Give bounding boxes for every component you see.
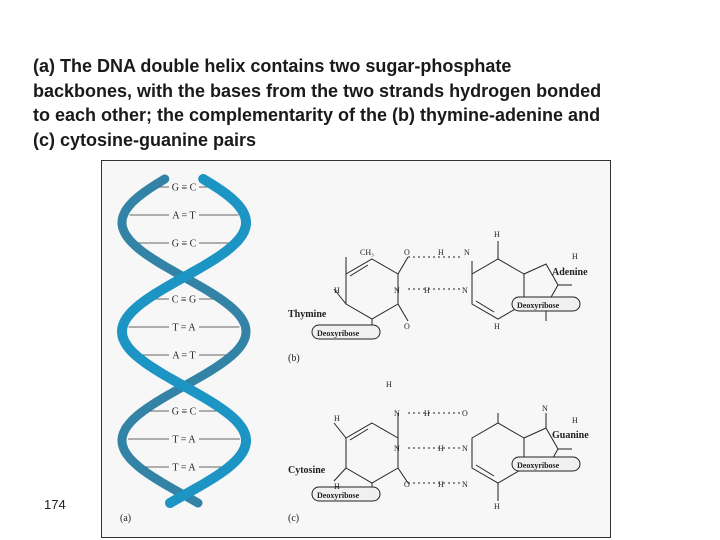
deoxyribose-label: Deoxyribose — [317, 491, 360, 500]
caption-line-2: backbones, with the bases from the two s… — [33, 80, 602, 101]
caption-line-4: (c) cytosine-guanine pairs — [33, 129, 257, 150]
base-pair-label-bg — [169, 349, 199, 361]
atom-n: N — [394, 444, 400, 453]
thymine-label: Thymine — [288, 309, 327, 320]
base-pair-label-bg — [169, 293, 199, 305]
atom-h: H — [438, 480, 444, 489]
ch3-label: CH₃ — [360, 248, 374, 257]
atom-n: N — [394, 409, 400, 418]
atom-h: H — [334, 286, 340, 295]
deoxyribose-label: Deoxyribose — [517, 301, 560, 310]
atom-h: H — [572, 252, 578, 261]
atom-h: H — [334, 482, 340, 491]
atom-o: O — [404, 480, 410, 489]
figure-caption: (a) The DNA double helix contains two su… — [33, 54, 693, 152]
base-pair-label: T = A — [172, 463, 196, 474]
base-pair-label: C ≡ G — [172, 295, 197, 306]
panel-label-c: (c) — [288, 513, 299, 524]
base-pair-label: A = T — [172, 211, 195, 222]
base-pair-label-bg — [169, 209, 199, 221]
thymine-adenine-pair — [311, 241, 581, 340]
helix-strand-front — [116, 174, 252, 508]
cytosine-ring — [345, 422, 399, 484]
atom-o: O — [404, 322, 410, 331]
cytosine-guanine-pair — [311, 412, 581, 502]
guanine-six-ring — [471, 422, 525, 484]
base-pair-label-bg — [169, 433, 199, 445]
base-pair-label: G ≡ C — [172, 239, 197, 250]
dna-figure-svg: G ≡ C A = T G ≡ C C ≡ G T = A A = T G ≡ C T = A… — [116, 174, 589, 524]
atom-h: H — [494, 322, 500, 331]
atom-h: H — [494, 230, 500, 239]
atom-n: N — [542, 404, 548, 413]
helix-strand-back — [117, 174, 251, 508]
atom-h: H — [424, 286, 430, 295]
guanine-label: Guanine — [552, 430, 589, 441]
deoxyribose-box — [311, 486, 381, 502]
atom-h: H — [438, 444, 444, 453]
deoxyribose-label: Deoxyribose — [517, 461, 560, 470]
base-pair-label-bg — [169, 405, 199, 417]
dna-figure: G ≡ C A = T G ≡ C C ≡ G T = A A = T G ≡ C T = A… — [101, 160, 611, 538]
atom-o: O — [404, 248, 410, 257]
caption-line-1: (a) The DNA double helix contains two su… — [33, 56, 512, 76]
atom-h: H — [334, 414, 340, 423]
deoxyribose-box — [511, 296, 581, 312]
caption-line-3: to each other; the complementarity of th… — [33, 105, 601, 125]
cytosine-label: Cytosine — [288, 465, 326, 476]
atom-h: H — [424, 409, 430, 418]
atom-h: H — [438, 248, 444, 257]
thymine-adenine-labels: CH₃ O H N H N H N O H H H Thymine Adenin… — [288, 230, 588, 338]
adenine-label: Adenine — [552, 267, 588, 278]
atom-n: N — [462, 444, 468, 453]
base-pair-label-bg — [169, 321, 199, 333]
double-helix: G ≡ C A = T G ≡ C C ≡ G T = A A = T G ≡ C T = A… — [116, 174, 252, 508]
base-pair-label-bg — [169, 181, 199, 193]
cytosine-guanine-labels: H N H O N H N O H N H H H N H Cytosine G… — [288, 380, 589, 511]
deoxyribose-box — [311, 324, 381, 340]
atom-n: N — [464, 248, 470, 257]
base-pair-label: A = T — [172, 351, 195, 362]
atom-n: N — [394, 286, 400, 295]
atom-n: N — [462, 480, 468, 489]
deoxyribose-box — [511, 456, 581, 472]
panel-label-a: (a) — [120, 513, 131, 524]
atom-h: H — [494, 502, 500, 511]
atom-h: H — [572, 416, 578, 425]
base-pair-label-bg — [169, 237, 199, 249]
base-pair-label: G ≡ C — [172, 407, 197, 418]
atom-h: H — [386, 380, 392, 389]
atom-n: N — [462, 286, 468, 295]
base-pair-label: T = A — [172, 323, 196, 334]
base-pair-label: G ≡ C — [172, 183, 197, 194]
panel-label-b: (b) — [288, 353, 300, 364]
atom-o: O — [462, 409, 468, 418]
page-number: 174 — [44, 497, 66, 512]
base-pair-label-bg — [169, 461, 199, 473]
thymine-ring — [345, 258, 399, 320]
base-pair-label: T = A — [172, 435, 196, 446]
helix-pair-letters: G ≡ C A = T G ≡ C C ≡ G T = A A = T G ≡ C T = A… — [169, 181, 199, 474]
deoxyribose-label: Deoxyribose — [317, 329, 360, 338]
